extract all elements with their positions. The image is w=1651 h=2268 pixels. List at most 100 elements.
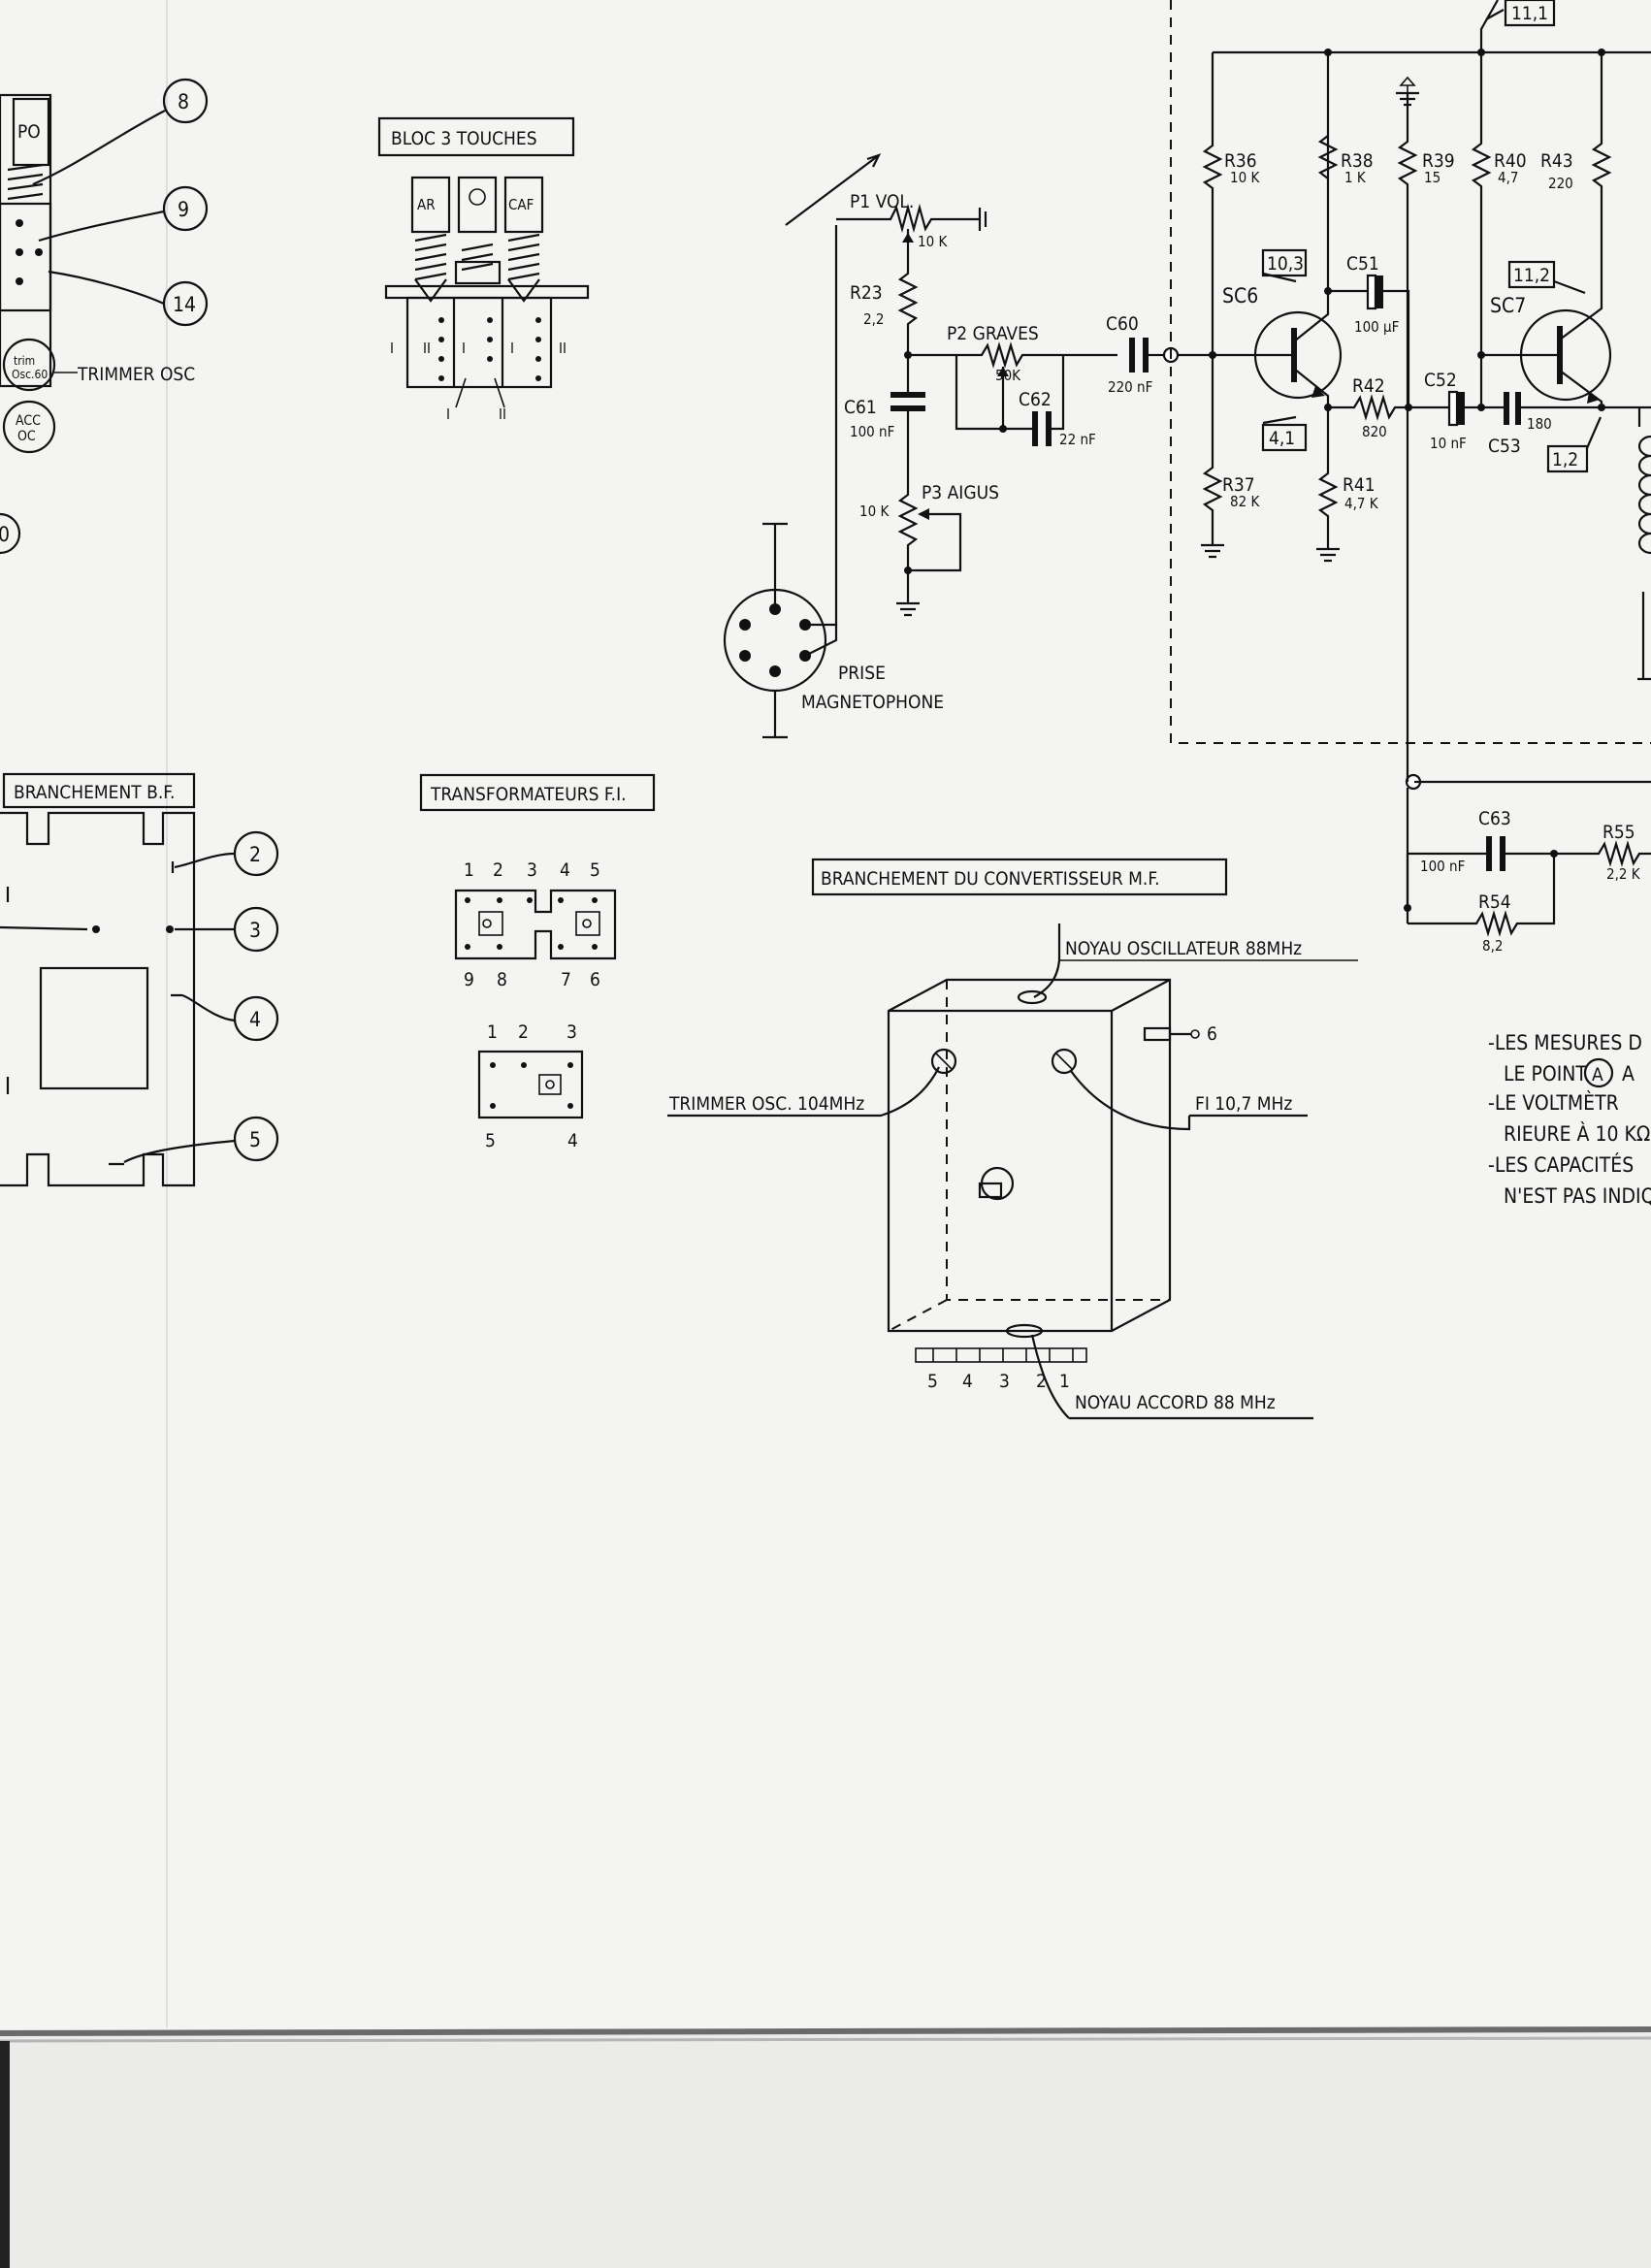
bloc-title: BLOC 3 TOUCHES <box>391 128 537 149</box>
key-caf: CAF <box>508 196 534 213</box>
svg-text:8,2: 8,2 <box>1482 937 1503 955</box>
svg-text:1: 1 <box>1059 1371 1070 1392</box>
note-2: LE POINT <box>1504 1062 1587 1085</box>
svg-text:5: 5 <box>485 1130 496 1151</box>
trim-badge: trim <box>14 354 35 368</box>
bloc-3-touches: BLOC 3 TOUCHES AR CAF I II I I II I II <box>377 116 590 423</box>
svg-text:4,7 K: 4,7 K <box>1344 495 1379 512</box>
note-5: -LES CAPACITÉS <box>1488 1152 1634 1177</box>
svg-text:II: II <box>423 340 431 357</box>
svg-text:100 µF: 100 µF <box>1354 318 1399 336</box>
transformateurs-fi: TRANSFORMATEURS F.I. 1 2 3 4 5 9 8 7 6 1… <box>419 773 656 1151</box>
svg-text:1 K: 1 K <box>1344 169 1367 186</box>
svg-text:10 K: 10 K <box>918 233 948 250</box>
v-sc6-emit: 4,1 <box>1269 428 1295 449</box>
note-4: RIEURE À 10 KΩ <box>1504 1121 1650 1146</box>
svg-text:15: 15 <box>1424 169 1441 186</box>
svg-text:4: 4 <box>567 1130 578 1151</box>
callout-14: 14 <box>173 293 196 316</box>
key-ar: AR <box>417 196 436 213</box>
callout-8: 8 <box>178 90 189 113</box>
fi-title: TRANSFORMATEURS F.I. <box>430 784 627 805</box>
bf-title: BRANCHEMENT B.F. <box>14 782 175 803</box>
c52-label: C52 <box>1424 370 1457 391</box>
svg-text:4: 4 <box>962 1371 973 1392</box>
left-switch-panel: PO trim Osc.60 ACC OC TRIMMER OSC 8 9 14… <box>0 78 209 555</box>
bf-pin-5: 5 <box>249 1128 261 1151</box>
c63-label: C63 <box>1478 808 1511 829</box>
conv-title: BRANCHEMENT DU CONVERTISSEUR M.F. <box>821 868 1160 890</box>
svg-text:1: 1 <box>464 859 474 881</box>
svg-text:3: 3 <box>527 859 537 881</box>
r36-label: R36 <box>1224 150 1257 172</box>
preamp-schematic: P1 VOL. 10 K R23 2,2 P2 GRAVES 50K C62 2… <box>723 153 1180 739</box>
v-sc6-base: 10,3 <box>1267 253 1304 275</box>
v-sc7-base: 11,2 <box>1513 265 1550 286</box>
svg-text:6: 6 <box>1207 1023 1217 1045</box>
r41-label: R41 <box>1343 474 1376 496</box>
svg-text:5: 5 <box>590 859 600 881</box>
c61-label: C61 <box>844 397 877 418</box>
svg-text:10 K: 10 K <box>859 502 890 520</box>
fi-107-label: FI 10,7 MHz <box>1195 1093 1292 1115</box>
c62-label: C62 <box>1019 389 1052 410</box>
noyau-osc-label: NOYAU OSCILLATEUR 88MHz <box>1065 938 1302 959</box>
bf-pin-2: 2 <box>249 843 261 866</box>
p2-label: P2 GRAVES <box>947 323 1039 344</box>
bf-pin-3: 3 <box>249 919 261 942</box>
bf-pin-4: 4 <box>249 1008 261 1031</box>
svg-text:3: 3 <box>999 1371 1010 1392</box>
svg-text:100 nF: 100 nF <box>850 423 894 440</box>
svg-text:220: 220 <box>1548 175 1573 192</box>
svg-text:0: 0 <box>0 523 10 546</box>
r38-label: R38 <box>1341 150 1374 172</box>
p3-label: P3 AIGUS <box>922 482 999 503</box>
po-label: PO <box>17 121 41 143</box>
r37-label: R37 <box>1222 474 1255 496</box>
lamp-icon <box>469 188 486 206</box>
svg-text:I: I <box>390 340 394 357</box>
svg-text:2: 2 <box>1036 1371 1047 1392</box>
acc-badge: ACC <box>16 413 41 429</box>
svg-text:8: 8 <box>497 969 507 990</box>
svg-text:10 nF: 10 nF <box>1430 435 1467 452</box>
c53-label: C53 <box>1488 436 1521 457</box>
svg-text:10 K: 10 K <box>1230 169 1260 186</box>
sc6-label: SC6 <box>1222 284 1258 308</box>
r40-label: R40 <box>1494 150 1527 172</box>
c51-label: C51 <box>1346 253 1379 275</box>
svg-text:I: I <box>446 405 450 423</box>
svg-text:22 nF: 22 nF <box>1059 431 1096 448</box>
note-1: -LES MESURES D <box>1488 1031 1642 1054</box>
note-3: -LE VOLTMÈTR <box>1488 1090 1619 1115</box>
svg-text:2: 2 <box>493 859 503 881</box>
p1-label: P1 VOL. <box>850 191 914 212</box>
svg-text:I: I <box>462 340 466 357</box>
r55-label: R55 <box>1602 822 1635 843</box>
c60-label: C60 <box>1106 313 1139 335</box>
svg-text:220 nF: 220 nF <box>1108 378 1152 396</box>
v-top: 11,1 <box>1511 3 1548 24</box>
svg-text:Osc.60: Osc.60 <box>12 368 48 381</box>
trimmer-104-label: TRIMMER OSC. 104MHz <box>668 1093 864 1115</box>
r43-label: R43 <box>1540 150 1573 172</box>
note-6: N'EST PAS INDIQ <box>1504 1184 1651 1208</box>
prise-label: PRISE <box>838 663 886 684</box>
svg-text:4: 4 <box>560 859 570 881</box>
branchement-bf: BRANCHEMENT B.F. 2 3 4 5 <box>0 772 279 1187</box>
svg-text:50K: 50K <box>995 367 1021 384</box>
svg-text:I: I <box>510 340 514 357</box>
note-point-a: A <box>1592 1064 1603 1085</box>
r54-label: R54 <box>1478 891 1511 913</box>
svg-text:1: 1 <box>487 1021 498 1043</box>
svg-text:820: 820 <box>1362 423 1387 440</box>
amp-schematic: 11,1 R36 10 K R37 82 K SC6 R38 1 K 10,3 … <box>1170 0 1651 955</box>
svg-text:3: 3 <box>567 1021 577 1043</box>
r39-label: R39 <box>1422 150 1455 172</box>
trimmer-osc-label: TRIMMER OSC <box>77 364 195 385</box>
svg-text:II: II <box>499 405 506 423</box>
svg-text:82 K: 82 K <box>1230 493 1260 510</box>
callout-9: 9 <box>178 198 189 221</box>
svg-text:4,7: 4,7 <box>1498 169 1518 186</box>
